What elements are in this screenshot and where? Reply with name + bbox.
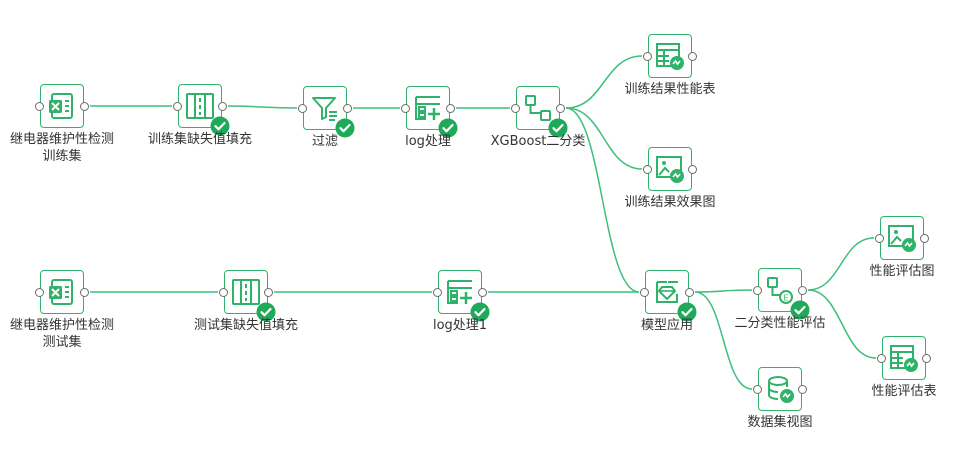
svg-text:E: E <box>783 294 788 303</box>
input-port[interactable] <box>511 104 520 113</box>
node-train-src[interactable] <box>35 84 89 128</box>
eval-flow-icon: E <box>767 277 793 304</box>
flow-icon <box>525 95 551 121</box>
output-port[interactable] <box>80 102 89 111</box>
node-label: log处理1 <box>432 318 488 333</box>
node-label: 过滤 <box>311 134 339 149</box>
success-check-icon <box>548 118 568 138</box>
input-port[interactable] <box>173 102 182 111</box>
node-label: 测试集缺失值填充 <box>193 318 299 333</box>
node-label: 性能评估图 <box>869 264 935 279</box>
node-label: 性能评估表 <box>871 384 937 399</box>
edge-n_eval-to-n_eval_img[interactable] <box>807 237 875 291</box>
node-label: log处理 <box>405 134 451 149</box>
input-port[interactable] <box>753 286 762 295</box>
node-eval-img[interactable] <box>875 216 929 260</box>
edge-n_xgb-to-n_apply[interactable] <box>565 107 640 293</box>
input-port[interactable] <box>640 288 649 297</box>
success-check-icon <box>790 300 810 320</box>
output-port[interactable] <box>688 52 697 61</box>
edge-n_xgb-to-n_perf_img1[interactable] <box>565 107 643 170</box>
edge-n_xgb-to-n_perf_tbl1[interactable] <box>565 55 643 109</box>
success-check-icon <box>256 302 276 322</box>
columns-icon <box>186 93 214 119</box>
output-port[interactable] <box>80 288 89 297</box>
node-label: 训练结果性能表 <box>624 82 716 97</box>
node-label: XGBoost二分类 <box>490 134 586 149</box>
node-train-fill[interactable] <box>173 84 230 136</box>
output-port[interactable] <box>446 104 455 113</box>
input-port[interactable] <box>753 385 762 394</box>
edge-n_eval-to-n_eval_tbl[interactable] <box>807 289 877 359</box>
success-check-icon <box>210 116 230 136</box>
input-port[interactable] <box>401 104 410 113</box>
image-chart-icon <box>656 156 684 183</box>
output-port[interactable] <box>556 104 565 113</box>
node-label: 继电器维护性检测训练集 <box>9 132 115 164</box>
node-label: 训练集缺失值填充 <box>147 132 253 147</box>
edge-n_apply-to-n_eval[interactable] <box>694 289 753 293</box>
node-perf-tbl1[interactable] <box>643 34 697 78</box>
node-log2[interactable] <box>433 270 490 322</box>
table-chart-icon <box>890 345 918 372</box>
success-check-icon <box>677 302 697 322</box>
node-label: 继电器维护性检测测试集 <box>9 318 115 350</box>
excel-icon <box>49 279 73 305</box>
node-test-fill[interactable] <box>219 270 276 322</box>
output-port[interactable] <box>798 286 807 295</box>
node-label: 模型应用 <box>640 318 694 333</box>
node-label: 二分类性能评估 <box>734 316 826 331</box>
output-port[interactable] <box>922 354 931 363</box>
output-port[interactable] <box>478 288 487 297</box>
node-log1[interactable] <box>401 86 458 138</box>
image-chart-icon <box>888 225 916 252</box>
add-table-icon <box>447 280 472 304</box>
add-table-icon <box>415 96 440 120</box>
input-port[interactable] <box>35 102 44 111</box>
node-label: 数据集视图 <box>747 415 813 430</box>
excel-icon <box>49 93 73 119</box>
node-eval[interactable]: E <box>753 268 810 320</box>
input-port[interactable] <box>877 354 886 363</box>
output-port[interactable] <box>920 234 929 243</box>
edge-n_apply-to-n_dataset[interactable] <box>694 291 753 390</box>
input-port[interactable] <box>298 104 307 113</box>
model-apply-icon <box>656 281 678 303</box>
node-perf-img1[interactable] <box>643 147 697 191</box>
output-port[interactable] <box>798 385 807 394</box>
table-chart-icon <box>656 43 684 70</box>
success-check-icon <box>335 118 355 138</box>
node-eval-tbl[interactable] <box>877 336 931 380</box>
output-port[interactable] <box>685 288 694 297</box>
node-test-src[interactable] <box>35 270 89 314</box>
node-filter[interactable] <box>298 86 355 138</box>
database-icon <box>768 376 794 403</box>
node-dataset[interactable] <box>753 367 807 411</box>
input-port[interactable] <box>643 52 652 61</box>
output-port[interactable] <box>264 288 273 297</box>
success-check-icon <box>438 118 458 138</box>
output-port[interactable] <box>343 104 352 113</box>
input-port[interactable] <box>219 288 228 297</box>
output-port[interactable] <box>218 102 227 111</box>
input-port[interactable] <box>875 234 884 243</box>
node-apply[interactable] <box>640 270 697 322</box>
success-check-icon <box>470 302 490 322</box>
edge-n_train_fill-to-n_filter[interactable] <box>227 105 298 109</box>
node-label: 训练结果效果图 <box>624 195 716 210</box>
columns-icon <box>232 279 260 305</box>
output-port[interactable] <box>688 165 697 174</box>
node-xgb[interactable] <box>511 86 568 138</box>
input-port[interactable] <box>35 288 44 297</box>
input-port[interactable] <box>433 288 442 297</box>
filter-icon <box>312 97 337 121</box>
input-port[interactable] <box>643 165 652 174</box>
